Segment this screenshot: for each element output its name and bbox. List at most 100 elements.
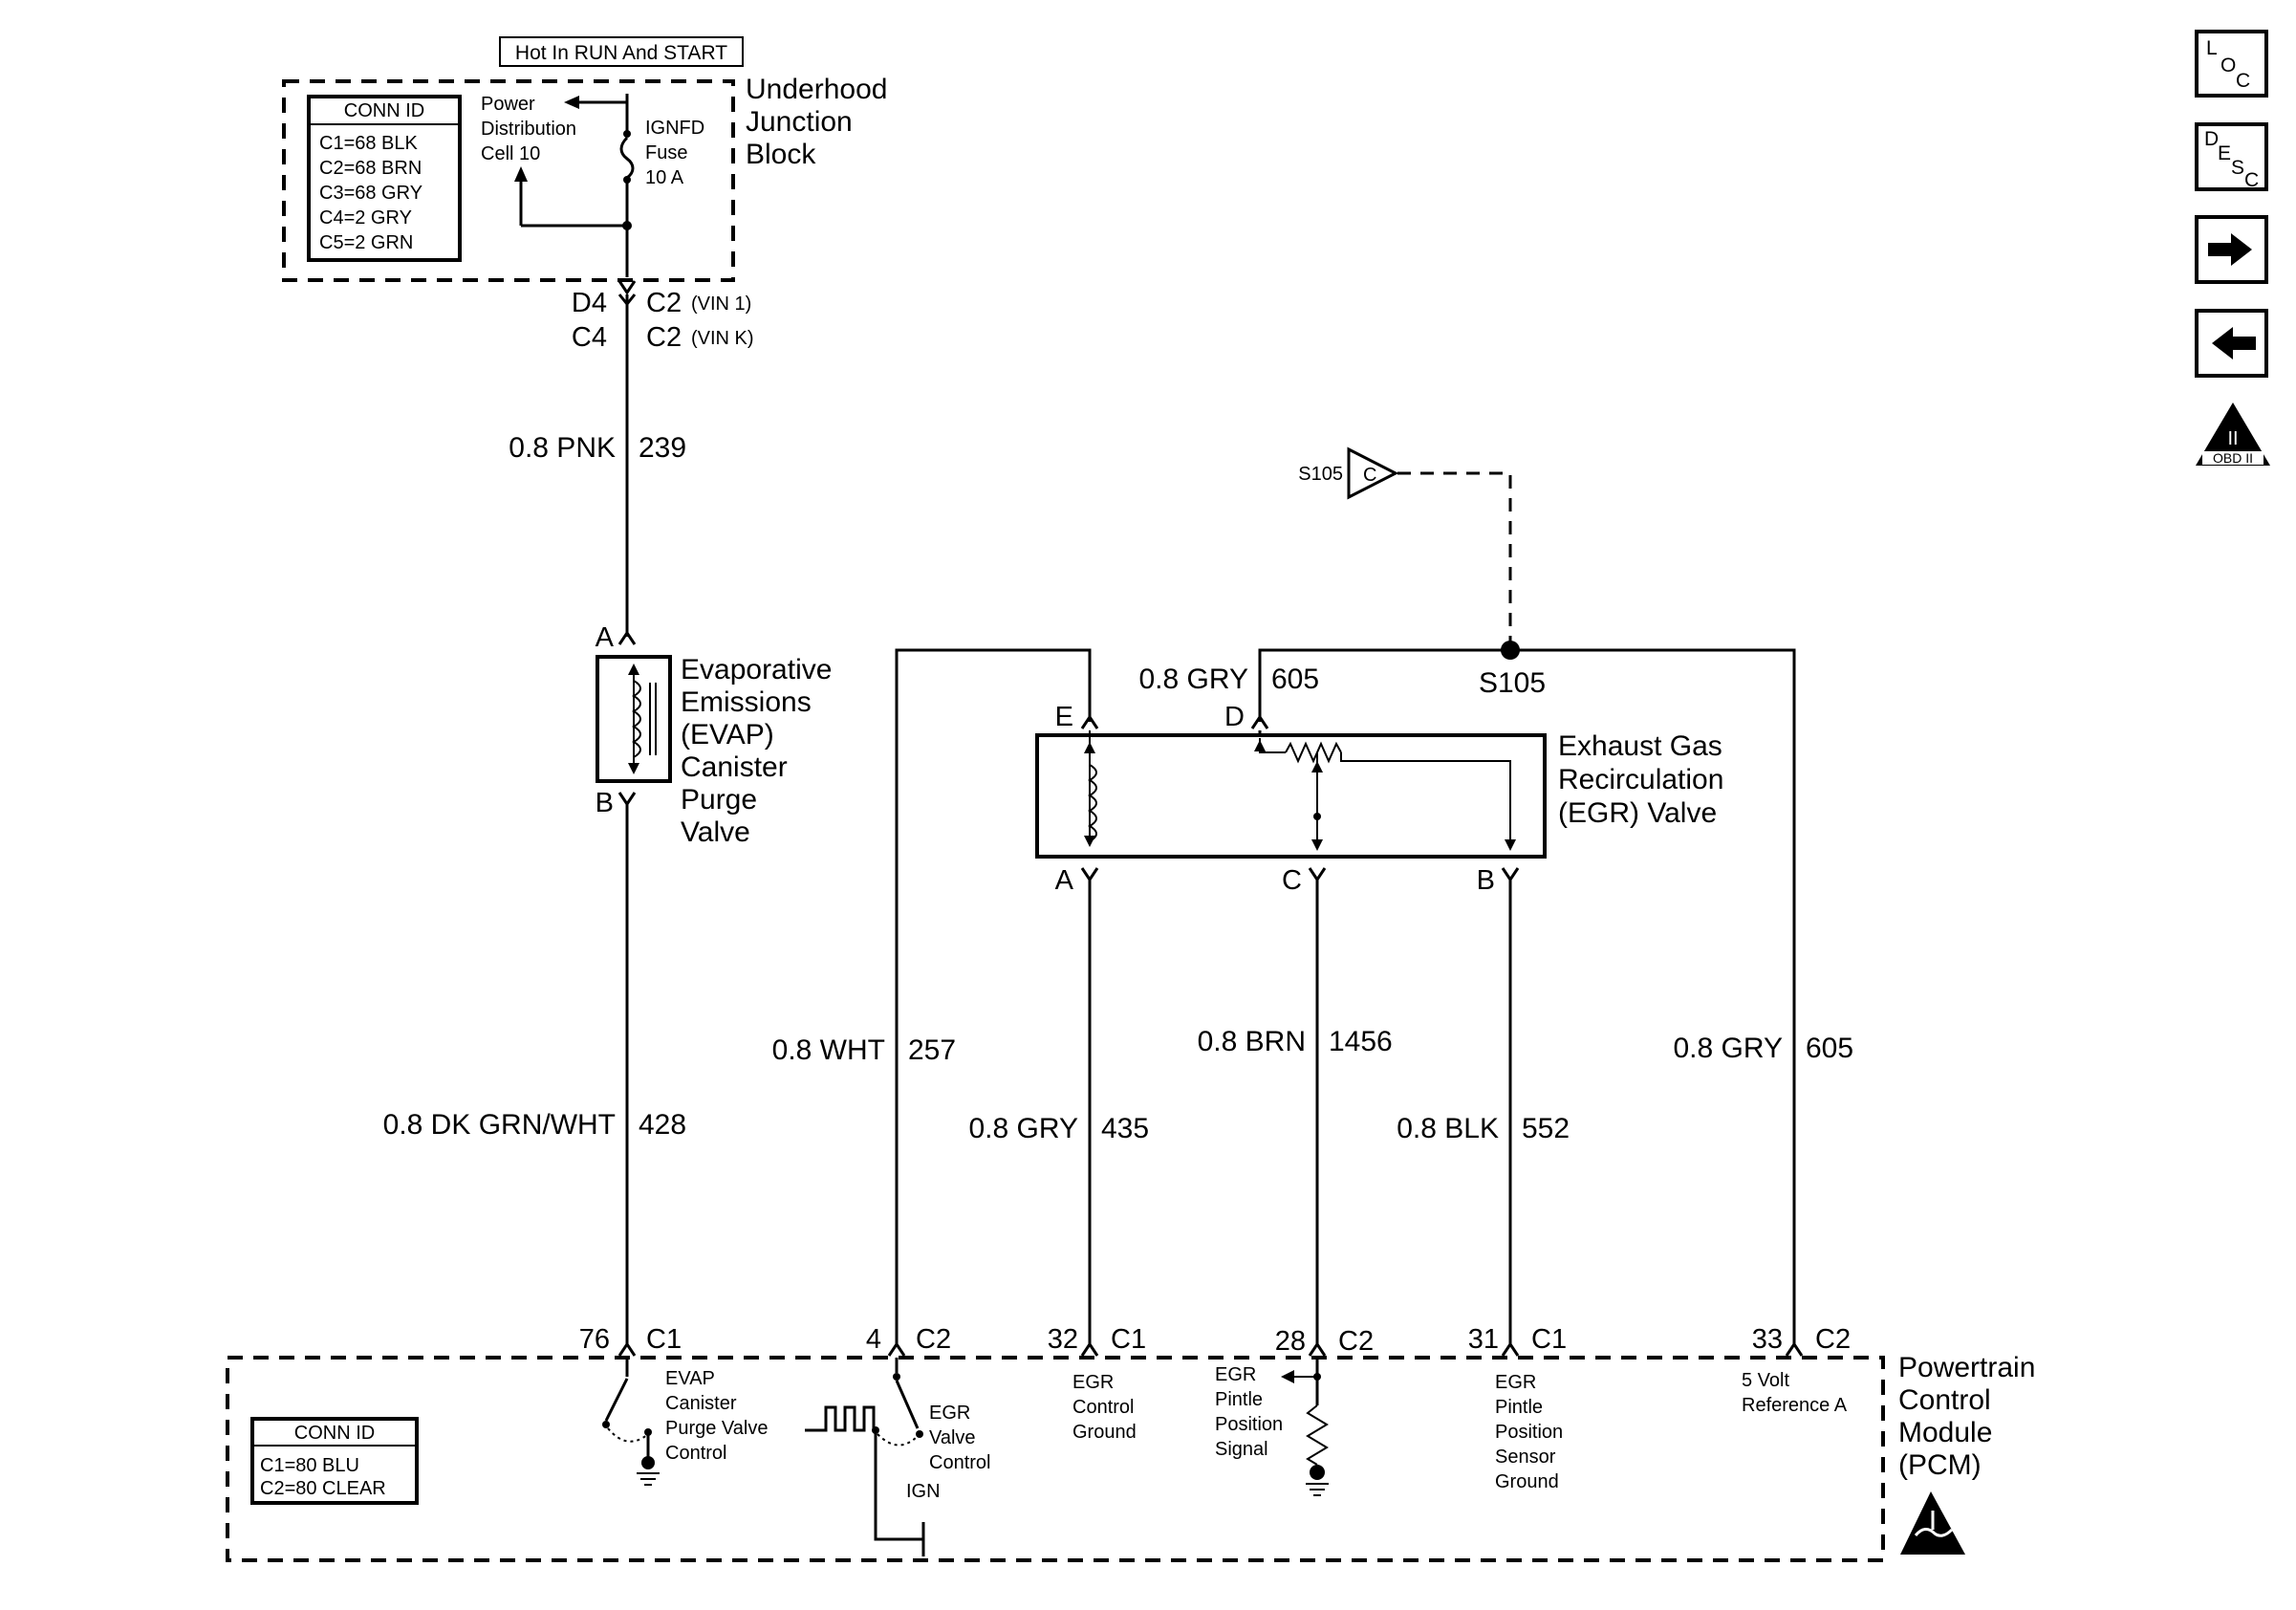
svg-text:II: II <box>2227 428 2238 449</box>
wire-label-gry-605-top: 0.8 GRY 605 <box>1138 664 1319 695</box>
svg-text:(PCM): (PCM) <box>1898 1449 1982 1481</box>
desc-icon[interactable]: D E S C <box>2195 122 2268 191</box>
svg-text:28: 28 <box>1275 1326 1306 1357</box>
svg-text:0.8 WHT: 0.8 WHT <box>772 1034 885 1066</box>
arrow-left-icon[interactable] <box>2195 309 2268 378</box>
svg-text:552: 552 <box>1522 1113 1570 1144</box>
svg-text:Control: Control <box>1898 1384 1991 1416</box>
svg-text:10 A: 10 A <box>645 167 684 188</box>
svg-text:Underhood: Underhood <box>746 74 887 105</box>
svg-text:Reference A: Reference A <box>1742 1395 1848 1416</box>
power-distribution-arrows <box>514 96 627 228</box>
pwm-signal-icon <box>805 1405 876 1432</box>
svg-text:C: C <box>1282 865 1302 896</box>
svg-text:C2: C2 <box>646 288 682 318</box>
evap-pin-a: A <box>596 622 637 653</box>
obd-ii-icon[interactable]: II OBD II <box>2196 402 2270 466</box>
svg-text:D: D <box>1224 702 1245 732</box>
svg-text:Purge Valve: Purge Valve <box>665 1418 768 1439</box>
egr-valve-driver <box>872 1358 925 1556</box>
svg-text:C1: C1 <box>1531 1324 1567 1355</box>
svg-text:Recirculation: Recirculation <box>1558 764 1723 795</box>
svg-text:428: 428 <box>639 1109 686 1141</box>
svg-text:C3=68 GRY: C3=68 GRY <box>319 183 422 204</box>
svg-text:5 Volt: 5 Volt <box>1742 1370 1789 1391</box>
svg-text:C: C <box>2244 169 2259 191</box>
svg-text:(VIN K): (VIN K) <box>691 328 754 349</box>
svg-text:C2: C2 <box>916 1324 951 1355</box>
svg-text:Pintle: Pintle <box>1215 1389 1263 1410</box>
svg-text:31: 31 <box>1468 1324 1499 1355</box>
svg-text:0.8 BLK: 0.8 BLK <box>1397 1113 1499 1144</box>
pcm-pin-4: 4 C2 <box>866 1324 951 1357</box>
svg-text:C: C <box>2236 70 2250 92</box>
svg-text:Canister: Canister <box>681 751 788 783</box>
ign-label: IGN <box>906 1481 941 1502</box>
svg-text:EGR: EGR <box>1072 1372 1114 1393</box>
svg-text:Cell 10: Cell 10 <box>481 143 540 164</box>
wire-label-gry-605: 0.8 GRY 605 <box>1673 1033 1853 1064</box>
loc-icon[interactable]: L O C <box>2195 30 2268 98</box>
svg-text:C4=2 GRY: C4=2 GRY <box>319 207 412 228</box>
junction-block-label: Underhood Junction Block <box>746 74 887 170</box>
arrow-right-icon[interactable] <box>2195 215 2268 284</box>
egr-pin-d: D <box>1224 702 1269 732</box>
svg-text:OBD II: OBD II <box>2213 450 2253 466</box>
svg-text:Control: Control <box>929 1452 990 1473</box>
svg-text:Valve: Valve <box>929 1427 976 1448</box>
pcm-pin-31: 31 C1 <box>1468 1324 1567 1357</box>
svg-text:EGR: EGR <box>929 1403 970 1424</box>
svg-text:C5=2 GRN: C5=2 GRN <box>319 232 413 253</box>
svg-text:S105: S105 <box>1479 667 1546 699</box>
svg-text:Position: Position <box>1215 1414 1283 1435</box>
svg-text:C2=80 CLEAR: C2=80 CLEAR <box>260 1478 386 1499</box>
svg-text:4: 4 <box>866 1324 881 1355</box>
wire-label-pnk-239: 0.8 PNK 239 <box>509 432 686 464</box>
svg-text:Control: Control <box>1072 1397 1134 1418</box>
svg-text:32: 32 <box>1048 1324 1078 1355</box>
svg-text:257: 257 <box>908 1034 956 1066</box>
hot-label-box: Hot In RUN And START <box>499 36 744 67</box>
svg-text:EGR: EGR <box>1495 1372 1536 1393</box>
pcm-pin-28: 28 C2 <box>1275 1326 1374 1357</box>
svg-text:C: C <box>1363 465 1376 486</box>
svg-text:Block: Block <box>746 139 816 170</box>
pintle-ground-label: EGR Pintle Position Sensor Ground <box>1495 1372 1563 1492</box>
svg-text:0.8 DK GRN/WHT: 0.8 DK GRN/WHT <box>383 1109 616 1141</box>
pintle-signal-circuit <box>1281 1358 1329 1496</box>
svg-text:Power: Power <box>481 94 535 115</box>
svg-text:239: 239 <box>639 432 686 464</box>
wire-label-dkgrnwht-428: 0.8 DK GRN/WHT 428 <box>383 1109 686 1141</box>
svg-text:S: S <box>2231 157 2244 179</box>
splice-s105: S105 <box>1258 641 1796 1347</box>
svg-text:C2=68 BRN: C2=68 BRN <box>319 158 422 179</box>
svg-text:1456: 1456 <box>1329 1026 1393 1057</box>
svg-text:Control: Control <box>665 1443 726 1464</box>
svg-text:0.8 PNK: 0.8 PNK <box>509 432 616 464</box>
egr-control-ground-label: EGR Control Ground <box>1072 1372 1137 1443</box>
svg-text:Valve: Valve <box>681 816 750 848</box>
svg-text:CONN ID: CONN ID <box>294 1423 375 1444</box>
evap-pin-b: B <box>596 788 637 818</box>
svg-text:E: E <box>1055 702 1073 732</box>
wire-label-gry-435: 0.8 GRY 435 <box>968 1113 1149 1144</box>
svg-text:435: 435 <box>1101 1113 1149 1144</box>
svg-text:D4: D4 <box>572 288 607 318</box>
svg-text:O: O <box>2220 54 2236 76</box>
svg-text:D: D <box>2204 128 2219 150</box>
svg-text:S105: S105 <box>1298 464 1343 485</box>
pcm-pin-76: 76 C1 <box>579 1324 682 1357</box>
svg-text:C1: C1 <box>646 1324 682 1355</box>
svg-text:B: B <box>1477 865 1495 896</box>
pintle-signal-label: EGR Pintle Position Signal <box>1215 1364 1283 1460</box>
svg-text:0.8 GRY: 0.8 GRY <box>1138 664 1248 695</box>
wire-label-blk-552: 0.8 BLK 552 <box>1397 1113 1570 1144</box>
svg-text:Fuse: Fuse <box>645 142 687 163</box>
egr-pintle-potentiometer <box>1254 730 1516 851</box>
svg-text:Purge: Purge <box>681 784 757 816</box>
svg-text:B: B <box>596 788 614 818</box>
svg-text:Sensor: Sensor <box>1495 1447 1556 1468</box>
evap-purge-driver <box>602 1358 660 1486</box>
svg-text:Ground: Ground <box>1495 1471 1559 1492</box>
supply-connector: D4 C2 (VIN 1) C4 C2 (VIN K) <box>572 280 754 353</box>
